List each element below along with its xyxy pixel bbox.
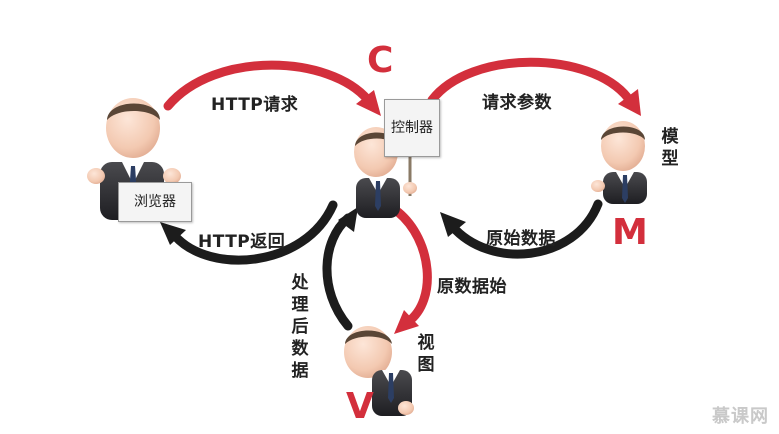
arrow-raw-data-back [440,199,603,259]
label-request-params: 请求参数 [482,93,552,113]
arrow-processed-data [322,207,358,331]
letter-controller: C [367,40,394,81]
letter-view: V [346,386,374,427]
label-view-name: 视图 [417,333,435,375]
watermark-logo: 慕课网 [712,406,769,427]
browser-sign: 浏览器 [118,182,192,222]
arrow-raw-data-to-view [393,207,432,334]
arrow-http-return [160,200,338,265]
label-raw-data-back: 原始数据 [486,229,556,249]
arrow-request-params [427,57,641,116]
label-http-return: HTTP返回 [198,232,286,252]
letter-model: M [612,212,648,253]
label-raw-data-to-view: 原数据始 [437,277,507,297]
label-model-name: 模型 [661,127,679,169]
model-figure [591,121,647,204]
browser-sign-text: 浏览器 [134,194,176,210]
controller-sign: 控制器 [384,99,440,157]
controller-sign-text: 控制器 [391,120,433,136]
label-http-request: HTTP请求 [211,95,299,115]
label-processed-data: 处理后数据 [291,273,309,381]
arrow-http-request [163,60,381,116]
view-figure [344,326,414,416]
